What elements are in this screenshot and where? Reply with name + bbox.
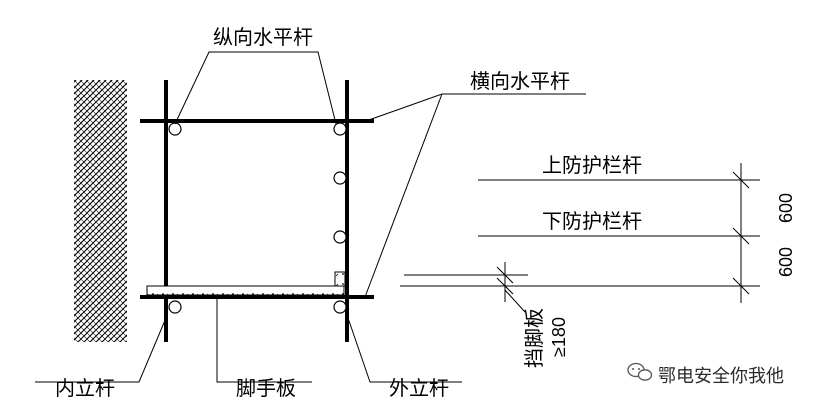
label-top-guardrail: 上防护栏杆 <box>542 153 642 177</box>
leader-longitudinal-bar <box>174 51 337 125</box>
leader-inner-pole <box>35 317 167 383</box>
scaffold-board <box>146 285 345 296</box>
bottom-guardrail-section <box>333 230 347 244</box>
dimension-tick <box>496 266 514 284</box>
dimension-tick <box>496 277 514 295</box>
toe-board <box>334 271 346 287</box>
dimension-lower-spacing: 600 <box>776 247 796 277</box>
longitudinal-bar-section <box>168 300 182 314</box>
leader-outer-pole <box>346 314 462 383</box>
dimension-upper-spacing: 600 <box>776 193 796 223</box>
longitudinal-bar-section <box>333 122 347 136</box>
dimension-tick <box>732 171 750 189</box>
longitudinal-bar-section <box>168 122 182 136</box>
wechat-icon <box>627 362 653 381</box>
top-guardrail-section <box>333 171 347 185</box>
leader-transverse-bar-bottom <box>364 93 443 298</box>
dimension-tick <box>732 227 750 245</box>
label-transverse-bar: 横向水平杆 <box>470 69 570 93</box>
leader-scaffold-board <box>216 297 312 383</box>
label-longitudinal-bar: 纵向水平杆 <box>213 25 313 49</box>
label-bottom-guardrail: 下防护栏杆 <box>542 209 642 233</box>
leader-transverse-bar-top <box>365 93 586 122</box>
label-outer-pole: 外立杆 <box>389 376 449 400</box>
label-scaffold-board: 脚手板 <box>236 376 296 400</box>
label-inner-pole: 内立杆 <box>55 376 115 400</box>
label-toe-board-height: ≥180 <box>549 317 569 357</box>
watermark-text: 鄂电安全你我他 <box>658 366 784 387</box>
label-toe-board: 挡脚板 <box>522 308 546 368</box>
toe-board-leader <box>504 289 526 313</box>
building-wall <box>74 80 127 342</box>
longitudinal-bar-section <box>333 300 347 314</box>
dimension-tick <box>732 277 750 295</box>
